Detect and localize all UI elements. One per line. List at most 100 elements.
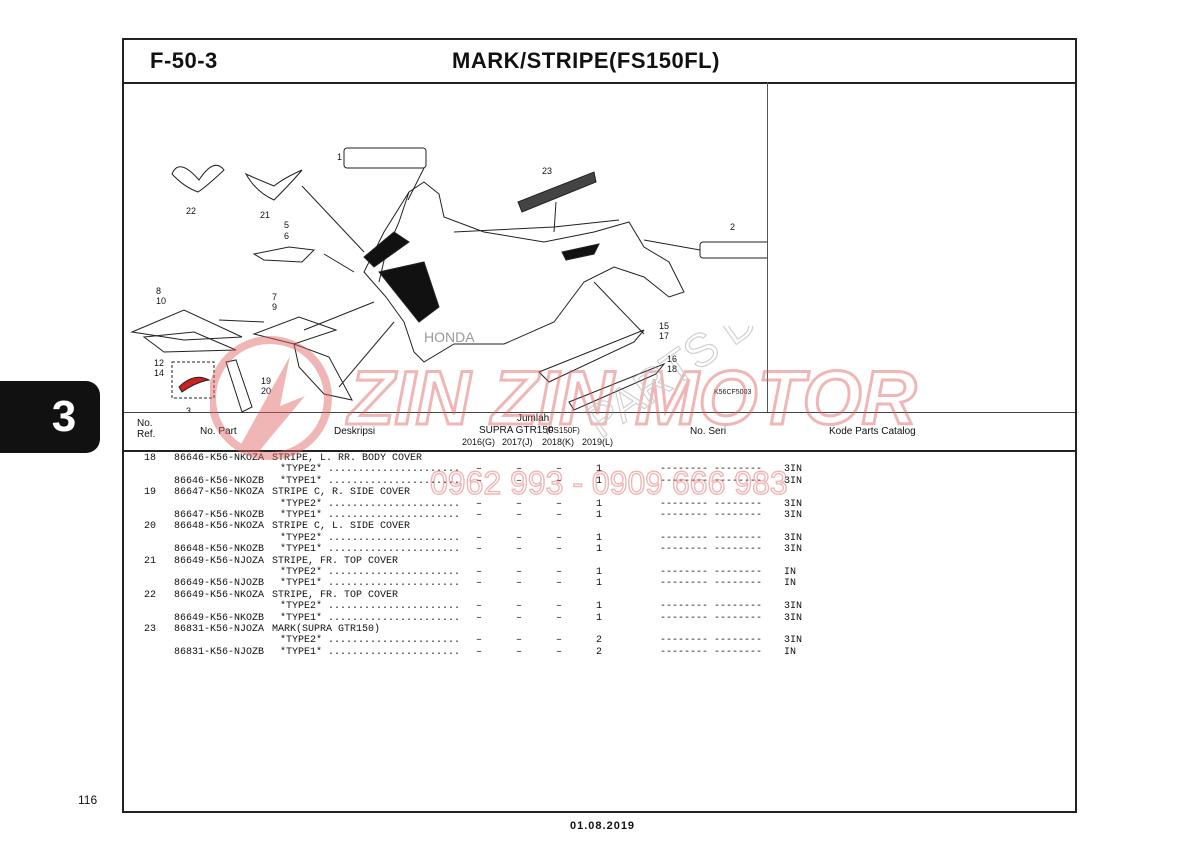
row-qty-4: 2	[596, 635, 603, 647]
callout-21: 21	[260, 210, 270, 220]
row-ref: 19	[144, 487, 157, 499]
row-qty-3: –	[556, 601, 563, 613]
stripe-side-panel	[378, 261, 440, 323]
row-qty-4: 1	[596, 475, 603, 487]
row-qty-4: 1	[596, 601, 603, 613]
part-5-6-shape	[252, 246, 316, 263]
row-qty-2: –	[516, 544, 523, 556]
row-description: *TYPE1* ......................	[280, 475, 461, 487]
row-qty-2: –	[516, 612, 523, 624]
col-year-1: 2016(G)	[462, 437, 496, 447]
stripe-front-top	[363, 231, 410, 268]
row-catalog-code: IN	[784, 567, 797, 578]
callout-6: 6	[284, 231, 289, 241]
catalog-page-frame: F-50-3 MARK/STRIPE(FS150FL)	[122, 38, 1077, 813]
row-catalog-code: IN	[784, 578, 797, 590]
row-serial: -------- --------	[660, 612, 763, 624]
row-ref: 23	[144, 624, 157, 635]
part-12-14-box	[171, 361, 215, 399]
row-part-number: 86647-K56-NKOZA	[174, 487, 265, 499]
callout-17: 17	[659, 331, 669, 341]
part-8-10-lower	[142, 331, 237, 353]
callout-3: 3	[186, 406, 191, 412]
row-qty-1: –	[476, 510, 483, 521]
row-qty-3: –	[556, 544, 563, 556]
row-part-number: 86649-K56-NKOZA	[174, 589, 265, 601]
scooter-body-outline	[363, 181, 685, 363]
col-ref: No. Ref.	[137, 418, 156, 440]
row-serial: -------- --------	[660, 475, 763, 487]
col-serial: No. Seri	[690, 426, 727, 437]
row-serial: -------- --------	[660, 498, 763, 510]
row-qty-1: –	[476, 601, 483, 613]
col-year-2: 2017(J)	[502, 437, 533, 447]
row-part-number: 86646-K56-NKOZA	[174, 453, 265, 464]
parts-diagram: 1232222156798101214341920111315171618 HO…	[130, 147, 773, 432]
row-qty-1: –	[476, 498, 483, 510]
part-11-13-shape	[293, 343, 353, 401]
callout-18: 18	[667, 364, 677, 374]
row-qty-4: 1	[596, 464, 603, 476]
row-qty-4: 1	[596, 567, 603, 578]
row-qty-1: –	[476, 544, 483, 556]
row-qty-1: –	[476, 578, 483, 590]
row-qty-4: 1	[596, 510, 603, 521]
callout-9: 9	[272, 302, 277, 312]
figure-code: F-50-3	[150, 48, 218, 73]
row-ref: 22	[144, 589, 157, 601]
row-catalog-code: 3IN	[784, 601, 803, 613]
row-qty-2: –	[516, 601, 523, 613]
row-description: MARK(SUPRA GTR150)	[272, 624, 381, 635]
col-year-3: 2018(K)	[542, 437, 575, 447]
callout-14: 14	[154, 368, 164, 378]
row-serial: -------- --------	[660, 510, 763, 521]
part-19-20-shape	[225, 359, 253, 413]
row-qty-1: –	[476, 567, 483, 578]
row-part-number: 86646-K56-NKOZB	[174, 475, 265, 487]
part-16-18-shape	[568, 362, 666, 411]
row-qty-4: 1	[596, 578, 603, 590]
row-qty-1: –	[476, 635, 483, 647]
callout-19: 19	[261, 376, 271, 386]
col-year-4: 2019(L)	[582, 437, 614, 447]
row-description: STRIPE, L. RR. BODY COVER	[272, 453, 423, 464]
row-description: *TYPE2* ......................	[280, 635, 461, 647]
row-qty-1: –	[476, 464, 483, 476]
figure-header: F-50-3 MARK/STRIPE(FS150FL)	[124, 40, 1075, 84]
part-22-shape	[171, 164, 225, 193]
row-catalog-code: 3IN	[784, 635, 803, 647]
row-catalog-code: 3IN	[784, 612, 803, 624]
row-qty-3: –	[556, 475, 563, 487]
part-7-9-shape	[252, 316, 338, 345]
row-description: *TYPE1* ......................	[280, 544, 461, 556]
row-description: *TYPE1* ......................	[280, 612, 461, 624]
callout-20: 20	[261, 386, 271, 396]
row-qty-1: –	[476, 475, 483, 487]
callout-16: 16	[667, 354, 677, 364]
stripe-rear	[561, 243, 600, 261]
row-qty-3: –	[556, 567, 563, 578]
col-qty-title: Jumlah	[517, 413, 550, 424]
callout-12: 12	[154, 358, 164, 368]
row-serial: -------- --------	[660, 464, 763, 476]
page-number: 116	[78, 793, 98, 807]
row-serial: -------- --------	[660, 646, 763, 658]
exploded-view-illustration: 1232222156798101214341920111315171618 HO…	[124, 82, 1075, 432]
row-part-number: 86649-K56-NJOZB	[174, 578, 265, 590]
row-description: STRIPE, FR. TOP COVER	[272, 589, 399, 601]
callout-10: 10	[156, 296, 166, 306]
row-qty-2: –	[516, 567, 523, 578]
row-description: STRIPE, FR. TOP COVER	[272, 555, 399, 567]
row-part-number: 86649-K56-NJOZA	[174, 555, 265, 567]
col-desc: Deskripsi	[334, 426, 376, 437]
row-ref: 20	[144, 521, 157, 533]
part-12-14-wing	[178, 376, 211, 393]
row-qty-3: –	[556, 635, 563, 647]
callout-15: 15	[659, 321, 669, 331]
row-part-number: 86649-K56-NKOZB	[174, 612, 265, 624]
row-qty-2: –	[516, 578, 523, 590]
row-ref: 18	[144, 453, 157, 464]
row-qty-3: –	[556, 464, 563, 476]
row-qty-4: 2	[596, 646, 603, 658]
row-qty-2: –	[516, 510, 523, 521]
